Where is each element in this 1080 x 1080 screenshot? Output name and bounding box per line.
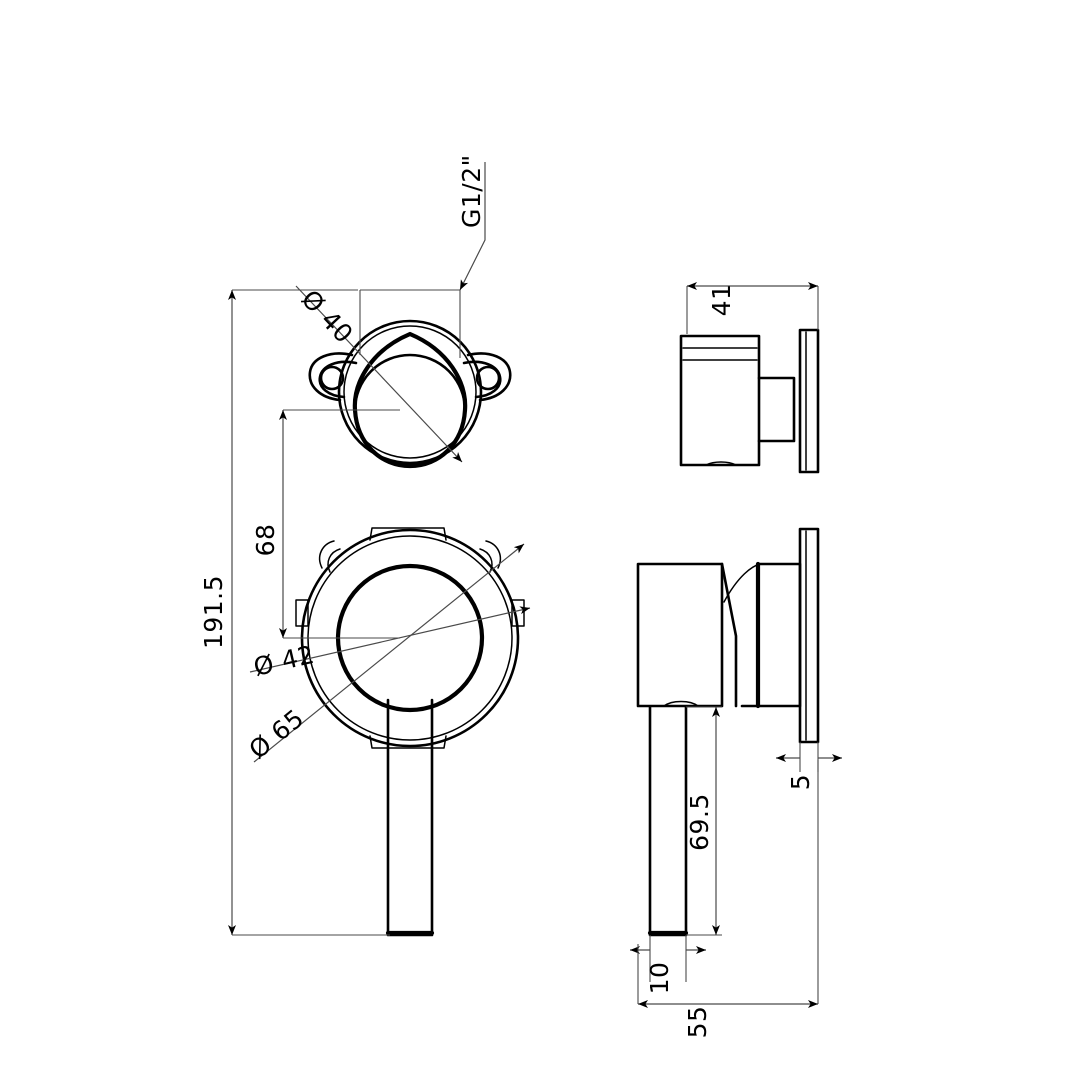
dimension-10: 10 [630, 935, 706, 994]
dimension-191-5: 191.5 [199, 289, 390, 936]
dimension-55: 55 [637, 760, 819, 1039]
top-side-body [679, 334, 761, 467]
front-side-handle-body [636, 562, 724, 708]
top-side-neck [757, 376, 796, 443]
front-side-taper [720, 562, 738, 708]
front-side-wall-plate [798, 527, 820, 744]
dimension-label-191-5: 191.5 [199, 575, 228, 649]
top-view-right-ear [462, 352, 512, 402]
front-side-lever [647, 705, 689, 937]
top-side-view [679, 328, 820, 474]
dimension-label-dia-65: Ø 65 [244, 703, 310, 764]
dimension-label-dia-40: Ø 40 [296, 284, 359, 349]
dimension-41: 41 [686, 282, 819, 334]
dimension-dia-42: Ø 42 [249, 606, 531, 682]
top-view [308, 289, 512, 469]
top-view-outer-circle-inner [343, 325, 477, 459]
top-view-outer-circle [337, 319, 483, 465]
dimension-label-69-5: 69.5 [685, 793, 714, 851]
dimension-label-10: 10 [645, 962, 674, 995]
dimension-label-55: 55 [683, 1006, 712, 1039]
dimension-label-68: 68 [251, 524, 280, 557]
top-view-left-ear [308, 352, 358, 402]
front-side-mid-body [740, 562, 802, 708]
dimension-label-5: 5 [786, 774, 815, 790]
dimension-thread-g12: G1/2" [457, 154, 486, 291]
dimension-label-41: 41 [707, 284, 736, 317]
top-view-thread-block [359, 289, 461, 358]
dimension-label-thread: G1/2" [457, 154, 486, 228]
front-view [295, 527, 525, 937]
top-side-wall-plate [798, 328, 820, 474]
dimension-69-5: 69.5 [685, 706, 722, 936]
front-view-lever [385, 698, 435, 937]
front-view-top-ears [318, 540, 502, 573]
dimension-5: 5 [776, 742, 842, 790]
dimension-68: 68 [251, 409, 400, 639]
front-side-view [636, 527, 820, 937]
dimension-label-dia-42: Ø 42 [251, 640, 317, 682]
